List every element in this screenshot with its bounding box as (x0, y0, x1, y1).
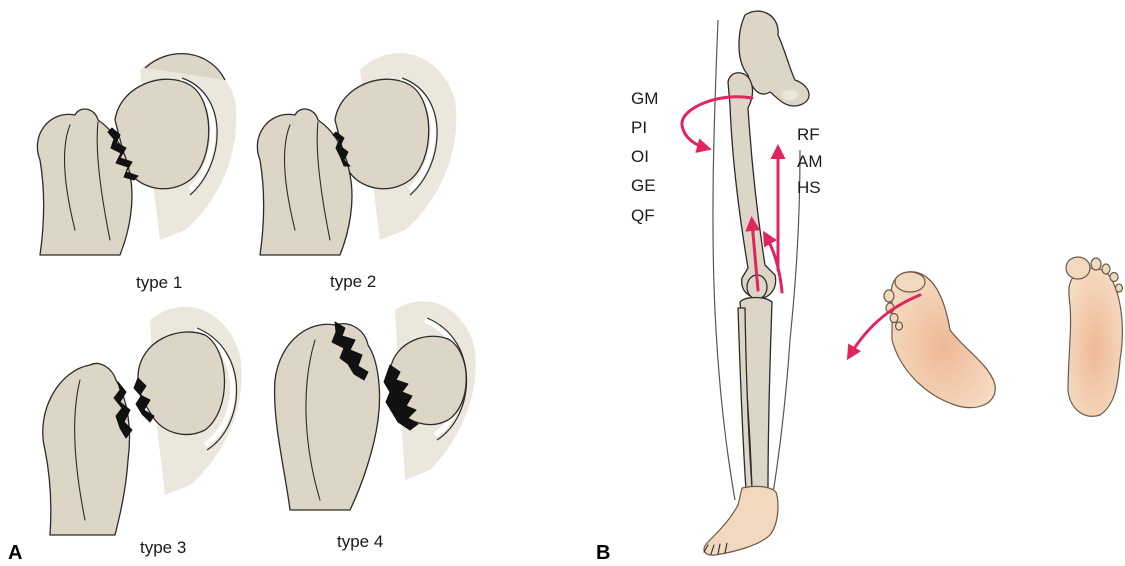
panel-b-label: B (596, 542, 610, 564)
muscle-label-ge: GE (631, 176, 656, 195)
toe-5 (896, 322, 903, 330)
toe-3b (1102, 264, 1110, 274)
panel-b: GM PI OI GE QF RF AM HS B (596, 11, 1123, 564)
big-toe-2 (1066, 257, 1090, 279)
hip-type-4-illustration (275, 301, 476, 510)
muscle-label-hs: HS (797, 178, 821, 197)
type-4-label: type 4 (337, 532, 383, 551)
muscle-label-rf: RF (797, 125, 820, 144)
muscle-label-am: AM (797, 152, 823, 171)
toe-2 (884, 290, 894, 302)
obturator-foramen (782, 90, 798, 100)
hip-type-2-illustration (257, 53, 456, 255)
muscle-label-qf: QF (631, 206, 655, 225)
panel-a-label: A (8, 542, 22, 564)
toe-5b (1116, 284, 1123, 292)
type-2-label: type 2 (330, 272, 376, 291)
toe-4 (890, 314, 898, 323)
foot-sole-rotated (850, 272, 995, 408)
muscle-label-oi: OI (631, 147, 649, 166)
foot-sole-neutral (1066, 257, 1123, 416)
toe-4b (1110, 273, 1118, 282)
femur-bone (728, 73, 776, 298)
muscle-label-gm: GM (631, 89, 658, 108)
muscle-label-pi: PI (631, 118, 647, 137)
foot-side (704, 486, 778, 555)
type-3-label: type 3 (140, 538, 186, 557)
toe-2b (1091, 258, 1101, 270)
type-1-label: type 1 (136, 273, 182, 292)
hip-type-3-illustration (43, 307, 242, 535)
panel-a: type 1 type 2 type 3 type 4 A (8, 53, 476, 564)
hip-type-1-illustration (37, 53, 236, 255)
big-toe (895, 272, 925, 292)
